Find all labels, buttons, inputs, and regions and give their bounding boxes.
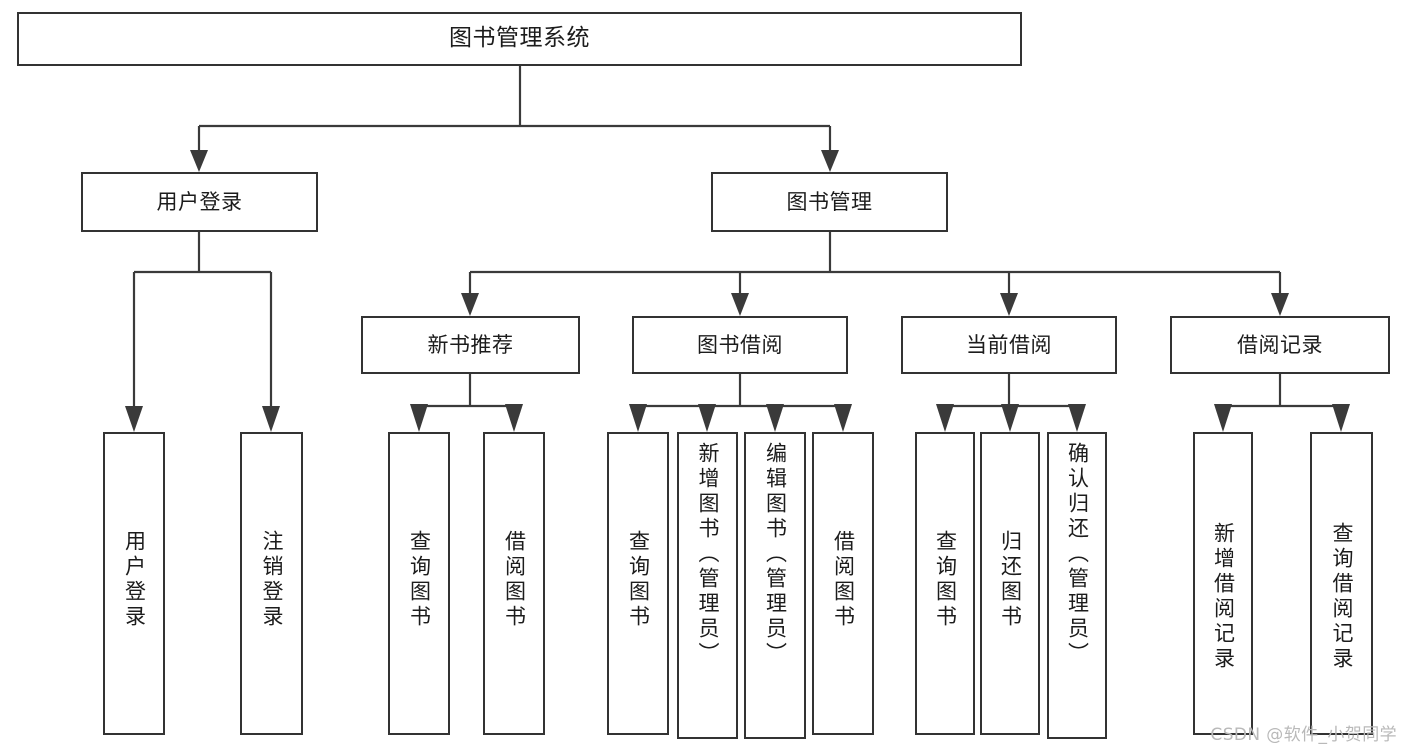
leaf-label: 编辑图书（管理员） xyxy=(763,442,788,667)
arrowhead-current-query xyxy=(936,404,954,432)
arrowhead-borrow-query xyxy=(629,404,647,432)
leaf-label: 查询借阅记录 xyxy=(1330,522,1354,672)
leaf-newbook-query-book[interactable]: 查询图书 xyxy=(388,432,450,735)
leaf-label: 查询图书 xyxy=(933,530,958,630)
leaf-borrow-add-book-admin[interactable]: 新增图书（管理员） xyxy=(677,432,738,739)
arrowhead-current-confirm xyxy=(1068,404,1086,432)
node-label: 用户登录 xyxy=(156,189,243,214)
leaf-record-add-record[interactable]: 新增借阅记录 xyxy=(1193,432,1253,735)
leaf-label: 新增图书（管理员） xyxy=(696,442,720,667)
arrowhead-user-login xyxy=(190,150,208,172)
arrowhead-record-add xyxy=(1214,404,1232,432)
arrowhead-new-book-recommend xyxy=(461,293,479,316)
node-current-borrow[interactable]: 当前借阅 xyxy=(901,316,1117,374)
arrowhead-current-borrow xyxy=(1000,293,1018,316)
leaf-record-query-record[interactable]: 查询借阅记录 xyxy=(1310,432,1373,735)
leaf-user-login[interactable]: 用户登录 xyxy=(103,432,165,735)
leaf-borrow-lend-book[interactable]: 借阅图书 xyxy=(812,432,874,735)
leaf-label: 查询图书 xyxy=(626,530,651,630)
arrowhead-borrow-edit xyxy=(766,404,784,432)
node-book-management[interactable]: 图书管理 xyxy=(711,172,948,232)
node-book-borrow[interactable]: 图书借阅 xyxy=(632,316,848,374)
arrowhead-borrow-lend xyxy=(834,404,852,432)
leaf-borrow-edit-book-admin[interactable]: 编辑图书（管理员） xyxy=(744,432,806,739)
node-user-login[interactable]: 用户登录 xyxy=(81,172,318,232)
leaf-borrow-query-book[interactable]: 查询图书 xyxy=(607,432,669,735)
node-label: 当前借阅 xyxy=(966,332,1052,357)
node-new-book-recommend[interactable]: 新书推荐 xyxy=(361,316,580,374)
node-borrow-record[interactable]: 借阅记录 xyxy=(1170,316,1390,374)
leaf-label: 注销登录 xyxy=(260,530,284,630)
leaf-label: 查询图书 xyxy=(407,530,432,630)
leaf-label: 新增借阅记录 xyxy=(1211,522,1236,672)
arrowhead-newbook-borrow xyxy=(505,404,523,432)
leaf-label: 借阅图书 xyxy=(502,530,527,630)
node-label: 借阅记录 xyxy=(1237,332,1323,357)
leaf-current-confirm-return-admin[interactable]: 确认归还（管理员） xyxy=(1047,432,1107,739)
arrowhead-book-borrow xyxy=(731,293,749,316)
arrowhead-borrow-add xyxy=(698,404,716,432)
leaf-label: 确认归还（管理员） xyxy=(1065,442,1090,667)
arrowhead-leaf-user-login xyxy=(125,406,143,432)
leaf-logout[interactable]: 注销登录 xyxy=(240,432,303,735)
arrowhead-record-query xyxy=(1332,404,1350,432)
leaf-newbook-borrow-book[interactable]: 借阅图书 xyxy=(483,432,545,735)
leaf-current-return-book[interactable]: 归还图书 xyxy=(980,432,1040,735)
node-label: 图书管理系统 xyxy=(449,25,590,52)
node-root-system[interactable]: 图书管理系统 xyxy=(17,12,1022,66)
arrowhead-newbook-query xyxy=(410,404,428,432)
arrowhead-leaf-logout xyxy=(262,406,280,432)
leaf-label: 归还图书 xyxy=(998,530,1023,630)
leaf-label: 用户登录 xyxy=(122,530,147,630)
leaf-label: 借阅图书 xyxy=(831,530,856,630)
csdn-watermark: CSDN @软件_小贺同学 xyxy=(1210,725,1397,745)
node-label: 新书推荐 xyxy=(427,332,514,357)
arrowhead-book-manage xyxy=(821,150,839,172)
arrowhead-current-return xyxy=(1001,404,1019,432)
arrowhead-borrow-record xyxy=(1271,293,1289,316)
leaf-current-query-book[interactable]: 查询图书 xyxy=(915,432,975,735)
node-label: 图书借阅 xyxy=(697,332,783,357)
node-label: 图书管理 xyxy=(786,189,873,214)
